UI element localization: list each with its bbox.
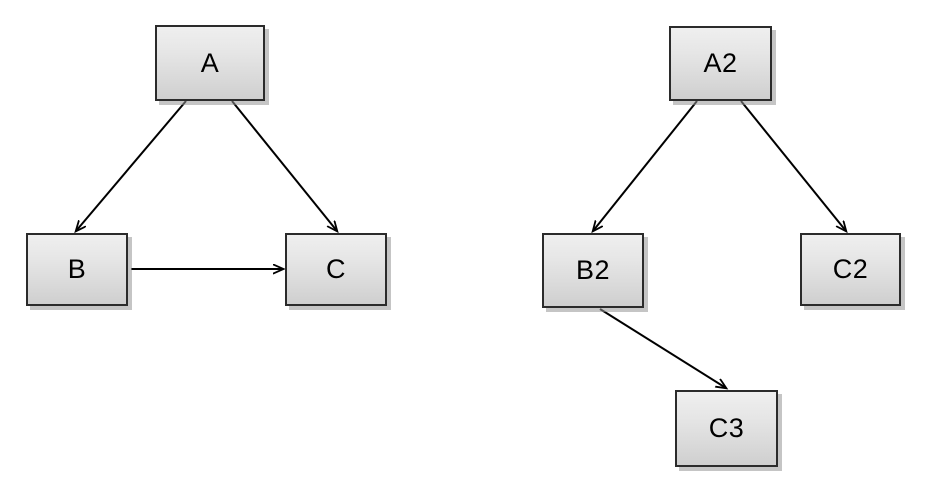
edge-a-to-b [76,100,187,231]
edge-a2-to-c2 [740,100,846,231]
node-label: C2 [832,254,869,284]
node-c[interactable]: C [285,233,387,306]
node-label: A [200,47,220,78]
node-c3[interactable]: C3 [675,390,778,467]
node-a[interactable]: A [155,25,265,101]
edge-a2-to-b2 [593,100,698,231]
node-label: C3 [708,413,745,443]
node-label: C [326,254,346,284]
node-a2[interactable]: A2 [669,26,772,101]
node-b[interactable]: B [26,233,128,306]
node-label: B [67,254,87,284]
node-label: B2 [575,255,611,285]
node-c2[interactable]: C2 [800,233,901,306]
edge-b2-to-c3 [599,308,726,388]
node-label: A2 [703,48,738,78]
edge-a-to-c [231,100,337,231]
node-b2[interactable]: B2 [542,233,644,308]
